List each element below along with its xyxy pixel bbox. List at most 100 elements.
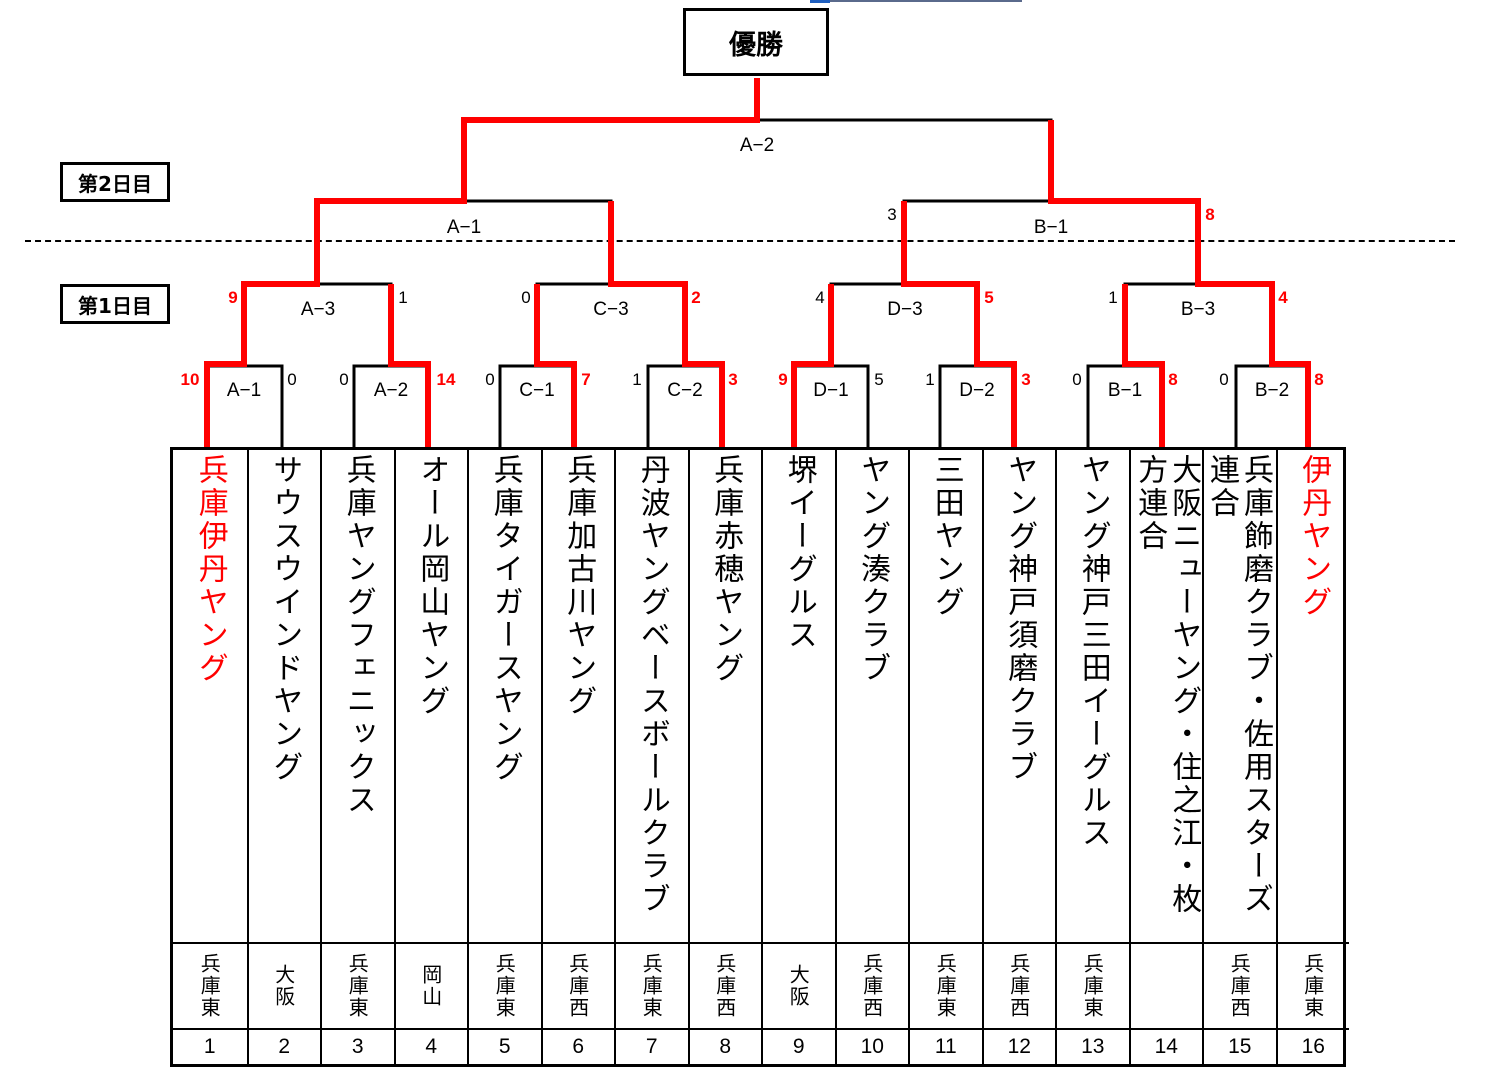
match-label-qf4: B−3 xyxy=(1180,299,1216,320)
win-path-right xyxy=(1048,120,1311,447)
score-r1-6-left: 1 xyxy=(925,370,935,389)
r1-7-bracket xyxy=(1086,364,1164,447)
qf3-bracket xyxy=(829,282,979,366)
score-r1-2-right: 14 xyxy=(436,370,456,389)
team-number: 13 xyxy=(1057,1028,1129,1064)
team-area: 兵庫西 xyxy=(1227,953,1252,1019)
match-label-r1-4: C−2 xyxy=(667,380,703,401)
team-number: 9 xyxy=(763,1028,835,1064)
score-qf2-left: 0 xyxy=(521,288,531,307)
team-number: 2 xyxy=(248,1028,320,1064)
team-area: 大阪 xyxy=(271,964,296,1008)
team-name: オール岡山ヤング xyxy=(414,454,450,718)
score-qf1-left: 9 xyxy=(228,288,238,307)
score-semi-right-right: 8 xyxy=(1205,205,1215,224)
final-bracket xyxy=(462,118,1053,201)
team-number: 5 xyxy=(469,1028,541,1064)
team-area: 大阪 xyxy=(786,964,811,1008)
team-number: 16 xyxy=(1277,1028,1349,1064)
match-label-r1-3: C−1 xyxy=(519,380,555,401)
team-number: 1 xyxy=(173,1028,247,1064)
team-column: サウスウインドヤング大阪 2 xyxy=(246,450,320,1064)
team-area-cell: 兵庫東 xyxy=(1277,942,1349,1028)
team-column: 伊丹ヤング兵庫東 16 xyxy=(1275,450,1349,1064)
team-area-cell: 兵庫西 xyxy=(983,942,1055,1028)
team-name-cell: 堺イーグルス xyxy=(763,454,835,940)
qf4-bracket xyxy=(1123,282,1274,366)
team-area: 兵庫西 xyxy=(565,953,590,1019)
match-label-qf2: C−3 xyxy=(593,299,629,320)
match-label-r1-2: A−2 xyxy=(373,380,409,401)
team-area: 岡山 xyxy=(418,964,443,1008)
team-column: 兵庫加古川ヤング兵庫西 6 xyxy=(540,450,614,1064)
win-path-d2 xyxy=(901,201,1017,447)
score-r1-7-right: 8 xyxy=(1168,370,1178,389)
team-area: 兵庫東 xyxy=(345,953,370,1019)
team-area-cell: 兵庫西 xyxy=(836,942,908,1028)
top-accent-bar xyxy=(810,0,1022,3)
team-area-cell: 大阪 xyxy=(763,942,835,1028)
team-name: 伊丹ヤング xyxy=(1296,454,1332,619)
team-area: 兵庫東 xyxy=(492,953,517,1019)
win-path-r1-2 xyxy=(388,284,431,447)
team-name: サウスウインドヤング xyxy=(267,454,303,784)
team-number: 8 xyxy=(689,1028,761,1064)
team-name-cell: 兵庫ヤングフェニックス xyxy=(322,454,394,940)
team-number: 4 xyxy=(395,1028,467,1064)
score-r1-3-right: 7 xyxy=(581,370,591,389)
day-divider xyxy=(25,240,1455,242)
team-name: ヤング神戸三田イーグルス xyxy=(1075,454,1111,850)
match-label-r1-5: D−1 xyxy=(813,380,849,401)
team-number: 3 xyxy=(322,1028,394,1064)
team-number: 6 xyxy=(542,1028,614,1064)
team-column: 兵庫タイガースヤング兵庫東 5 xyxy=(467,450,541,1064)
team-name-cell: ヤング神戸三田イーグルス xyxy=(1057,454,1129,940)
day2-label-text: 第2日目 xyxy=(78,171,152,196)
day1-label-text: 第1日目 xyxy=(78,293,152,318)
match-label-r1-1: A−1 xyxy=(226,380,262,401)
score-r1-8-left: 0 xyxy=(1219,370,1229,389)
team-number: 11 xyxy=(910,1028,982,1064)
team-name: 丹波ヤングベースボールクラブ xyxy=(634,454,670,916)
team-name-cell: 丹波ヤングベースボールクラブ xyxy=(616,454,688,940)
team-name-cell: オール岡山ヤング xyxy=(396,454,468,940)
team-area: 兵庫東 xyxy=(1300,953,1325,1019)
team-name-cell: ヤング神戸須磨クラブ xyxy=(984,454,1056,940)
team-name: 兵庫ヤングフェニックス xyxy=(340,454,376,817)
team-name-cell: 兵庫赤穂ヤング xyxy=(690,454,762,940)
score-r1-4-left: 1 xyxy=(632,370,642,389)
team-name: 兵庫赤穂ヤング xyxy=(708,454,744,685)
team-area-cell: 兵庫西 xyxy=(689,942,761,1028)
score-r1-2-left: 0 xyxy=(339,370,349,389)
team-area-cell: 兵庫東 xyxy=(469,942,541,1028)
team-area-cell: 兵庫東 xyxy=(322,942,394,1028)
team-name: 兵庫加古川ヤング xyxy=(561,454,597,718)
team-column: 堺イーグルス大阪 9 xyxy=(761,450,835,1064)
team-name: 大阪ニューヤング・住之江・枚方連合 xyxy=(1132,454,1202,916)
team-name-cell: 大阪ニューヤング・住之江・枚方連合 xyxy=(1131,454,1203,940)
score-r1-6-right: 3 xyxy=(1021,370,1031,389)
r1-6-bracket xyxy=(938,364,1016,447)
team-area-cell: 兵庫東 xyxy=(910,942,982,1028)
team-area-cell: 大阪 xyxy=(248,942,320,1028)
qf1-bracket xyxy=(242,282,393,366)
win-path-d1 xyxy=(791,284,834,447)
score-r1-4-right: 3 xyxy=(728,370,738,389)
score-qf2-right: 2 xyxy=(691,288,701,307)
win-path-c3 xyxy=(608,201,725,447)
score-r1-5-left: 9 xyxy=(778,370,788,389)
team-column: オール岡山ヤング岡山 4 xyxy=(393,450,468,1064)
match-label-r1-7: B−1 xyxy=(1107,380,1143,401)
team-name-cell: 兵庫タイガースヤング xyxy=(469,454,541,940)
team-name-cell: 三田ヤング xyxy=(910,454,982,940)
semi-right-bracket xyxy=(902,199,1200,284)
score-r1-8-right: 8 xyxy=(1314,370,1324,389)
team-area-cell: 岡山 xyxy=(395,942,467,1028)
